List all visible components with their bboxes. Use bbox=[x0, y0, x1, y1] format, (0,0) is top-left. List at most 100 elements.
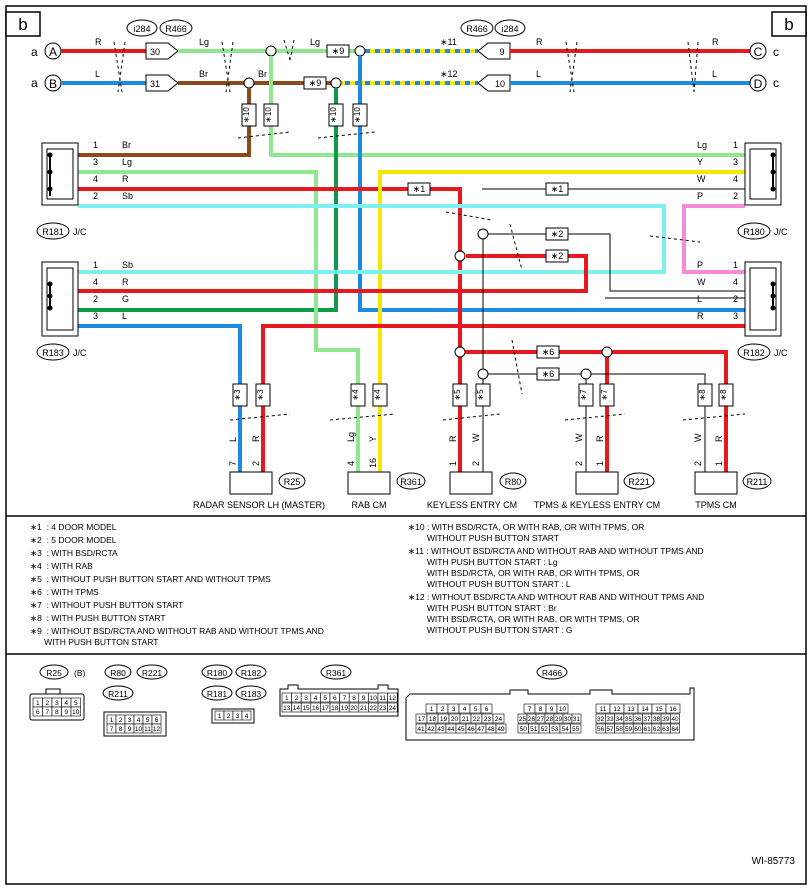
pin-number: 20 bbox=[451, 716, 459, 723]
r80-pin-2: 2 bbox=[471, 461, 481, 466]
r182-pin-2: 2 bbox=[733, 294, 738, 304]
pin-number: 39 bbox=[662, 716, 670, 723]
pin-number: 1 bbox=[218, 713, 222, 720]
pin-number: 24 bbox=[389, 705, 397, 712]
note-4: ∗4 : WITH RAB bbox=[30, 561, 93, 571]
mark-10d-box bbox=[352, 103, 368, 127]
pin-cell bbox=[492, 713, 505, 724]
r183-label: R183 bbox=[42, 348, 64, 358]
wire-label-l-d2: L bbox=[712, 69, 717, 79]
r25-wire-r: R bbox=[251, 435, 261, 442]
mark-5a-box bbox=[452, 383, 468, 407]
mark-3b-box bbox=[255, 383, 271, 407]
splice-br-1 bbox=[243, 77, 255, 89]
pin-number: 2 bbox=[441, 706, 445, 713]
r180-pin-1: 1 bbox=[733, 140, 738, 150]
r180-pin-3: 3 bbox=[733, 157, 738, 167]
r180-suffix: J/C bbox=[774, 227, 788, 237]
wire-label-br2: Br bbox=[258, 69, 267, 79]
pin-number: 36 bbox=[634, 716, 642, 723]
pin-number: 10 bbox=[370, 695, 378, 702]
wire-w-r211 bbox=[586, 373, 706, 472]
pin-number: 19 bbox=[341, 705, 349, 712]
pin-number: 1 bbox=[36, 700, 40, 707]
splice-w-1 bbox=[477, 228, 489, 240]
conn-9 bbox=[477, 42, 511, 60]
wire-label-lg1: Lg bbox=[199, 37, 209, 47]
splice-lg-2 bbox=[354, 45, 366, 57]
pin-number: 12 bbox=[389, 695, 397, 702]
cv-r180-label: R180 bbox=[207, 668, 228, 678]
pin-number: 4 bbox=[137, 717, 141, 724]
pin-number: 11 bbox=[144, 726, 151, 733]
pin-number: 17 bbox=[418, 716, 426, 723]
splice-lg-1 bbox=[265, 45, 277, 57]
mark-6a-box bbox=[536, 345, 560, 359]
note-2: ∗2 : 5 DOOR MODEL bbox=[30, 535, 117, 545]
r361-pin-4: 4 bbox=[346, 461, 356, 466]
mark-6b: ∗6 bbox=[542, 369, 555, 379]
mark-4a: ∗4 bbox=[351, 389, 360, 401]
r181-pin-1: 1 bbox=[93, 140, 98, 150]
pin-number: 3 bbox=[304, 695, 308, 702]
mark-7b: ∗7 bbox=[600, 389, 609, 401]
r183-wire-sb: Sb bbox=[122, 260, 133, 270]
pin-number: 59 bbox=[625, 726, 633, 733]
pin-number: 4 bbox=[314, 695, 318, 702]
r183-pin-2: 2 bbox=[93, 294, 98, 304]
conn-r466-left bbox=[159, 19, 193, 37]
pin-number: 44 bbox=[447, 726, 455, 733]
wire-l-drop bbox=[358, 56, 745, 312]
r182-suffix: J/C bbox=[774, 348, 788, 358]
pin-number: 29 bbox=[555, 716, 563, 723]
wire-label-l-d1: L bbox=[536, 69, 541, 79]
cv-r80-label: R80 bbox=[110, 668, 126, 678]
pin-number: 1 bbox=[430, 706, 434, 713]
r180-label: R180 bbox=[743, 227, 765, 237]
pin-number: 24 bbox=[495, 716, 503, 723]
r181-pin-2: 2 bbox=[93, 191, 98, 201]
cv-r361-label: R361 bbox=[326, 668, 347, 678]
pin-cell bbox=[241, 710, 252, 721]
r221-wire-w: W bbox=[574, 433, 584, 442]
mark-7a-box bbox=[578, 383, 594, 407]
mark-12: ∗12 bbox=[440, 69, 458, 79]
pin-cell bbox=[151, 723, 162, 734]
pin-number: 6 bbox=[333, 695, 337, 702]
pin-number: 26 bbox=[528, 716, 536, 723]
pin-number: 8 bbox=[55, 709, 59, 716]
pin-number: 60 bbox=[634, 726, 642, 733]
node-d bbox=[749, 74, 767, 92]
pin-number: 45 bbox=[457, 726, 465, 733]
note-12: ∗12 : WITHOUT BSD/RCTA AND WITHOUT RAB A… bbox=[408, 592, 704, 602]
r183-pin-3: 3 bbox=[93, 311, 98, 321]
joint-connector-r180: 1 3 4 2 Lg Y W P R180 J/C bbox=[697, 140, 788, 240]
pin-number: 2 bbox=[295, 695, 299, 702]
pin-number: 20 bbox=[350, 705, 358, 712]
conn-30 bbox=[145, 42, 179, 60]
component-r221: W R 2 1 R221 TPMS & KEYLESS ENTRY CM bbox=[534, 433, 660, 510]
mark-10b-box bbox=[263, 103, 279, 127]
cv-r25-label: R25 bbox=[46, 668, 62, 678]
node-c-label: C bbox=[754, 45, 763, 59]
pin-number: 47 bbox=[477, 726, 485, 733]
wire-g-drop bbox=[78, 88, 338, 312]
pin-number: 27 bbox=[537, 716, 545, 723]
joint-connector-r182: 1 4 2 3 P W L R R182 J/C bbox=[697, 260, 788, 361]
r182-wire-p: P bbox=[697, 260, 703, 270]
mark-5a: ∗5 bbox=[453, 389, 462, 401]
pin-cell bbox=[670, 713, 681, 724]
splice-r-3 bbox=[601, 346, 613, 358]
r361-name: RAB CM bbox=[351, 500, 386, 510]
pin-number: 56 bbox=[597, 726, 605, 733]
pin-number: 5 bbox=[474, 706, 478, 713]
component-r361: Lg Y 4 16 R361 RAB CM bbox=[346, 432, 426, 510]
r25-name: RADAR SENSOR LH (MASTER) bbox=[193, 500, 325, 510]
wire-label-l-b: L bbox=[95, 69, 100, 79]
conn-i284-right-label: i284 bbox=[501, 24, 518, 34]
pin-number: 1 bbox=[285, 695, 289, 702]
pin-number: 31 bbox=[573, 716, 581, 723]
